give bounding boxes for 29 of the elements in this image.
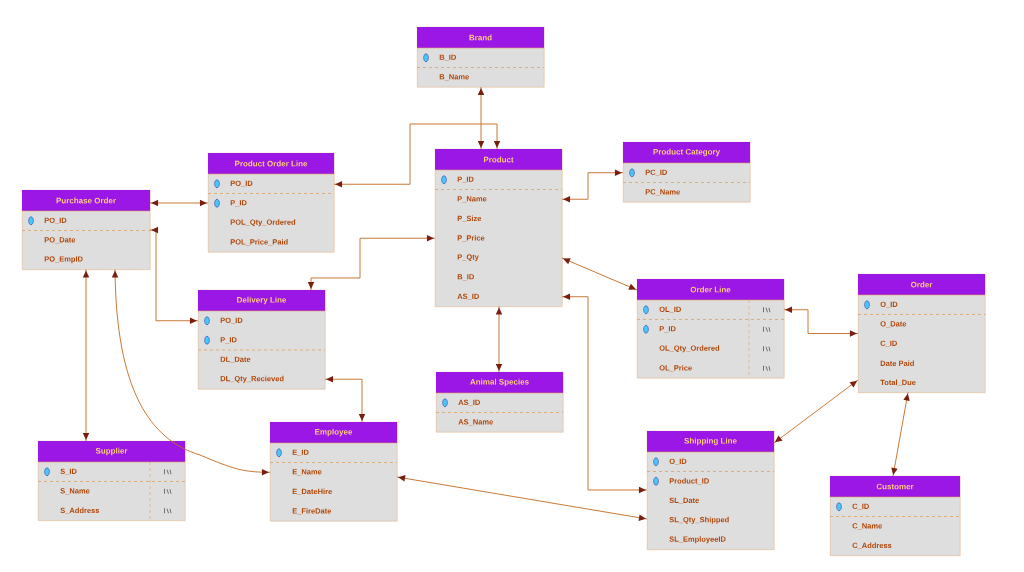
relationship-line [111,269,271,476]
table-title: Product [483,156,514,163]
relationship-line [149,226,199,324]
relationship-line [477,86,485,150]
relationship-line [333,123,501,188]
table-title: Product Category [653,148,720,157]
relationship-line [396,475,648,521]
relationship-line [307,235,436,291]
table-title: Purchase Order [56,197,116,204]
relationship-line [82,269,90,442]
relationship-line [561,169,624,203]
relationship-line [324,376,366,423]
table-title: Brand [469,34,492,41]
table-title: Order [910,281,933,288]
table-title: Animal Species [470,378,529,387]
table-title: Shipping Line [684,437,737,446]
table-title: Order Line [690,286,731,293]
relationship-line [149,199,209,207]
table-title: Employee [315,428,353,437]
table-title: Supplier [95,447,128,456]
relationship-line [891,392,910,477]
table-title: Customer [876,483,914,490]
relationship-line [773,379,859,444]
relationship-line [783,306,859,337]
relationship-line [561,257,638,291]
relationship-line [495,306,503,373]
relationship-line [561,293,648,494]
table-title: Delivery Line [237,296,287,305]
table-title: Product Order Line [235,160,308,167]
